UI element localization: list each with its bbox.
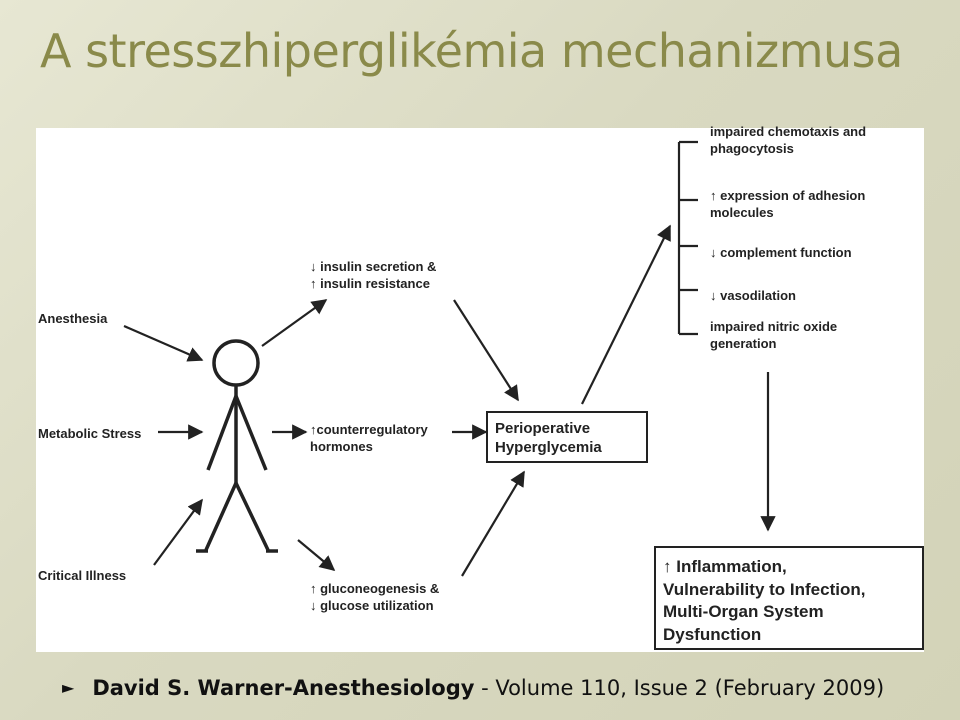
- label-glucose-line-2: ↓ glucose utilization: [310, 598, 434, 613]
- effect-chemotaxis-line-2: phagocytosis: [710, 141, 794, 156]
- center-line-2: Hyperglycemia: [495, 439, 602, 456]
- stick-figure-head: [212, 339, 260, 387]
- diagram-figure: Anesthesia Metabolic Stress Critical Ill…: [36, 124, 924, 652]
- outcome-line-1: ↑ Inflammation,: [663, 557, 787, 576]
- center-box-perioperative-hyperglycemia: Perioperative Hyperglycemia: [486, 411, 648, 463]
- stick-figure-left-leg: [204, 482, 238, 551]
- label-insulin: ↓ insulin secretion & ↑ insulin resistan…: [310, 258, 436, 292]
- effect-nitric-oxide: impaired nitric oxide generation: [710, 318, 837, 352]
- effect-nitric-oxide-line-1: impaired nitric oxide: [710, 319, 838, 334]
- label-insulin-line-2: ↑ insulin resistance: [310, 276, 430, 291]
- effect-vasodilation-line-1: ↓ vasodilation: [710, 288, 796, 303]
- label-metabolic-stress: Metabolic Stress: [38, 426, 142, 441]
- outcome-box: ↑ Inflammation, Vulnerability to Infecti…: [654, 546, 924, 650]
- arrow-to-insulin: [261, 299, 328, 347]
- effect-complement: ↓ complement function: [710, 244, 852, 261]
- label-insulin-line-1: ↓ insulin secretion &: [310, 259, 437, 274]
- label-critical-illness: Critical Illness: [38, 568, 127, 583]
- arrow-center-to-effects: [581, 224, 671, 405]
- stick-figure-right-arm: [234, 395, 268, 471]
- outcome-line-4: Dysfunction: [663, 624, 762, 644]
- citation-source: - Volume 110, Issue 2 (February 2009): [474, 676, 885, 700]
- arrow-glucose-to-center: [461, 470, 525, 577]
- effect-chemotaxis-line-1: impaired chemotaxis and: [710, 124, 867, 139]
- effect-vasodilation: ↓ vasodilation: [710, 287, 796, 304]
- effect-adhesion-line-2: molecules: [710, 205, 774, 220]
- arrow-critical-illness: [153, 498, 203, 566]
- label-hormones-line-2: hormones: [310, 439, 373, 454]
- stick-figure-left-arm: [206, 395, 238, 471]
- arrow-to-glucose: [297, 539, 336, 571]
- arrow-anesthesia: [123, 324, 204, 362]
- center-line-1: Perioperative: [495, 420, 591, 437]
- citation-author: David S. Warner-Anesthesiology: [92, 676, 475, 700]
- label-hormones-line-1: ↑counterregulatory: [310, 422, 428, 437]
- stick-figure-right-leg: [234, 482, 270, 551]
- slide-title: A stresszhiperglikémia mechanizmusa: [40, 24, 903, 78]
- effect-chemotaxis: impaired chemotaxis and phagocytosis: [710, 123, 866, 157]
- effect-adhesion: ↑ expression of adhesion molecules: [710, 187, 865, 221]
- effect-nitric-oxide-line-2: generation: [710, 336, 777, 351]
- outcome-line-3: Multi-Organ System: [663, 602, 824, 621]
- label-anesthesia: Anesthesia: [38, 311, 108, 326]
- label-glucose: ↑ gluconeogenesis & ↓ glucose utilizatio…: [310, 580, 439, 614]
- citation: ► David S. Warner-Anesthesiology - Volume…: [62, 676, 884, 700]
- effect-complement-line-1: ↓ complement function: [710, 245, 852, 260]
- outcome-line-2: Vulnerability to Infection,: [663, 579, 866, 599]
- label-hormones: ↑counterregulatory hormones: [310, 421, 428, 455]
- diagram-lines: [123, 140, 776, 577]
- label-glucose-line-1: ↑ gluconeogenesis &: [310, 581, 440, 596]
- effect-adhesion-line-1: ↑ expression of adhesion: [710, 188, 866, 203]
- arrow-insulin-to-center: [453, 299, 519, 402]
- bullet-icon: ►: [62, 678, 75, 697]
